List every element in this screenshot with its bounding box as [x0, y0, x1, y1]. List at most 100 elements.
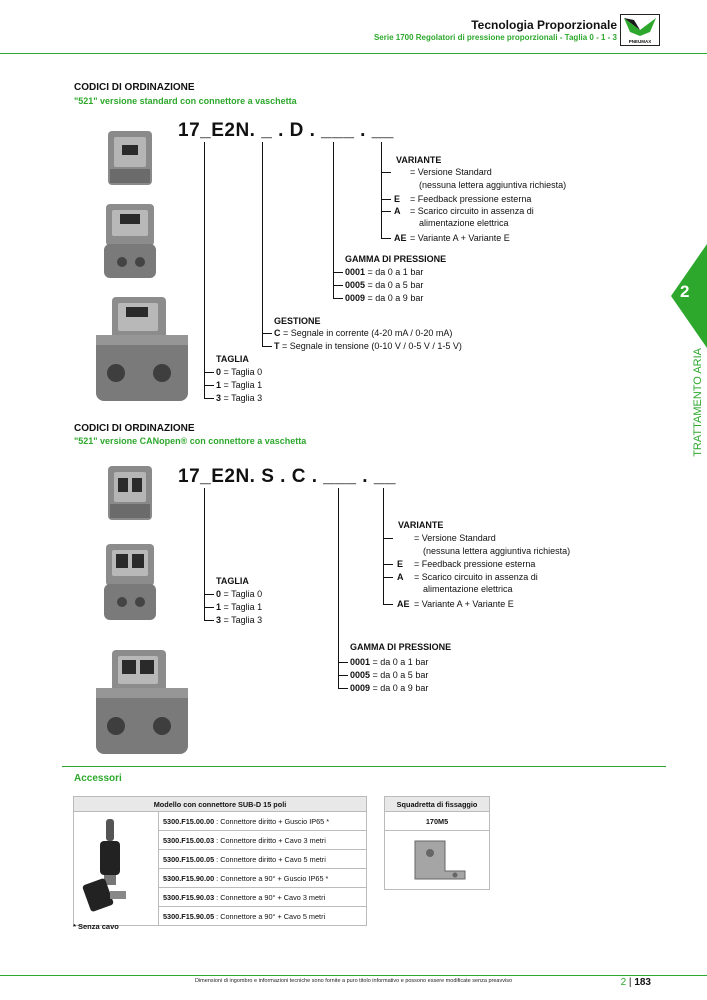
product-image-size0 [108, 131, 152, 185]
s1-gestione-opt: T = Segnale in tensione (0-10 V / 0-5 V … [274, 341, 462, 351]
s1-variante-key: AE [394, 233, 407, 243]
connector-table: Modello con connettore SUB-D 15 poli 530… [73, 796, 367, 926]
tree-line-gestione [262, 142, 263, 346]
s2-variante-opt: = Variante A + Variante E [414, 599, 514, 609]
s2-gamma-opt: 0009 = da 0 a 9 bar [350, 683, 429, 693]
tick [383, 564, 393, 565]
tick [338, 662, 348, 663]
tick [204, 620, 214, 621]
s2-variante-label: VARIANTE [398, 520, 444, 530]
product-image-canopen-size1 [104, 544, 156, 620]
tick [383, 604, 393, 605]
connector-image [82, 818, 126, 911]
tree-line-gamma-2 [338, 488, 339, 688]
tick [338, 688, 348, 689]
tick [381, 238, 391, 239]
page-header-subtitle: Serie 1700 Regolatori di pressione propo… [373, 33, 617, 42]
s1-gamma-opt: 0005 = da 0 a 5 bar [345, 280, 424, 290]
s2-variante-opt: = Scarico circuito in assenza di [414, 572, 538, 582]
product-image-size3 [96, 297, 188, 401]
page-number: 2 | 183 [620, 977, 651, 988]
section1-subtitle: "521" versione standard con connettore a… [74, 96, 297, 106]
tree-line-taglia [204, 142, 205, 398]
s2-taglia-label: TAGLIA [216, 576, 249, 586]
tick [381, 211, 391, 212]
product-image-canopen-size3 [96, 650, 188, 754]
bracket-image [414, 840, 466, 880]
connector-row: 5300.F15.90.03 : Connettore a 90° + Cavo… [158, 887, 367, 907]
s2-variante-opt: alimentazione elettrica [423, 584, 513, 594]
s1-taglia-opt: 0 = Taglia 0 [216, 367, 263, 377]
tree-line-taglia-2 [204, 488, 205, 620]
tick [383, 538, 393, 539]
s2-variante-key: E [397, 559, 404, 569]
tick [262, 333, 272, 334]
s1-variante-key: A [394, 206, 401, 216]
tick [204, 398, 214, 399]
s2-gamma-opt: 0005 = da 0 a 5 bar [350, 670, 429, 680]
section1-order-code: 17_E2N. _ . D . ___ . __ [178, 120, 394, 141]
tick [204, 607, 214, 608]
tick [333, 272, 343, 273]
tick [383, 577, 393, 578]
connector-image-cell [73, 811, 159, 926]
s2-taglia-opt: 1 = Taglia 1 [216, 602, 263, 612]
connector-row: 5300.F15.90.00 : Connettore a 90° + Gusc… [158, 868, 367, 888]
logo-text: PNEUMAX [629, 39, 652, 44]
section2-subtitle: "521" versione CANopen® con connettore a… [74, 436, 307, 446]
s1-variante-key: E [394, 194, 401, 204]
s1-gamma-opt: 0001 = da 0 a 1 bar [345, 267, 424, 277]
tick [381, 172, 391, 173]
s1-variante-label: VARIANTE [396, 155, 442, 165]
s2-taglia-opt: 3 = Taglia 3 [216, 615, 263, 625]
s1-variante-opt: = Versione Standard [410, 167, 492, 177]
tick [204, 594, 214, 595]
section2-order-code: 17_E2N. S . C . ___ . __ [178, 466, 396, 487]
tick [262, 346, 272, 347]
tick [333, 285, 343, 286]
s1-gamma-opt: 0009 = da 0 a 9 bar [345, 293, 424, 303]
footer-divider [0, 975, 707, 976]
section2-title: CODICI DI ORDINAZIONE [74, 423, 195, 434]
s2-variante-key: AE [397, 599, 410, 609]
product-image-canopen-size0 [108, 466, 152, 520]
s1-taglia-opt: 1 = Taglia 1 [216, 380, 263, 390]
connector-row: 5300.F15.00.03 : Connettore diritto + Ca… [158, 830, 367, 850]
accessories-divider [62, 766, 666, 767]
s2-variante-opt: = Versione Standard [414, 533, 496, 543]
chapter-label: TRATTAMENTO ARIA [692, 348, 704, 457]
header-divider [0, 53, 707, 54]
connector-row: 5300.F15.00.00 : Connettore diritto + Gu… [158, 811, 367, 831]
s1-variante-opt: = Variante A + Variante E [410, 233, 510, 243]
s1-gestione-opt: C = Segnale in corrente (4-20 mA / 0-20 … [274, 328, 453, 338]
s1-gestione-label: GESTIONE [274, 316, 321, 326]
s1-taglia-label: TAGLIA [216, 354, 249, 364]
bracket-image-cell [384, 830, 490, 890]
connector-row: 5300.F15.00.05 : Connettore diritto + Ca… [158, 849, 367, 869]
chapter-number: 2 [680, 282, 690, 301]
s2-gamma-label: GAMMA DI PRESSIONE [350, 642, 452, 652]
accessories-note: * Senza cavo [73, 922, 119, 931]
connector-table-header: Modello con connettore SUB-D 15 poli [73, 796, 367, 812]
section1-title: CODICI DI ORDINAZIONE [74, 82, 195, 93]
s1-variante-opt: (nessuna lettera aggiuntiva richiesta) [419, 180, 567, 190]
tick [204, 372, 214, 373]
s2-variante-key: A [397, 572, 404, 582]
s2-taglia-opt: 0 = Taglia 0 [216, 589, 263, 599]
bracket-table: Squadretta di fissaggio 170M5 [384, 796, 490, 890]
footer-disclaimer: Dimensioni di ingombro e informazioni te… [194, 978, 513, 984]
s1-variante-opt: = Scarico circuito in assenza di [410, 206, 534, 216]
tree-line-variante-2 [383, 488, 384, 604]
tree-line-gamma [333, 142, 334, 298]
pneumax-logo: PNEUMAX [620, 14, 660, 46]
tree-line-variante [381, 142, 382, 238]
s2-variante-opt: = Feedback pressione esterna [414, 559, 536, 569]
s2-variante-opt: (nessuna lettera aggiuntiva richiesta) [423, 546, 571, 556]
bracket-table-header: Squadretta di fissaggio [384, 796, 490, 812]
tick [333, 298, 343, 299]
bracket-code: 170M5 [384, 811, 490, 831]
page-header-title: Tecnologia Proporzionale [471, 18, 617, 32]
connector-row: 5300.F15.90.05 : Connettore a 90° + Cavo… [158, 906, 367, 926]
s1-variante-opt: alimentazione elettrica [419, 218, 509, 228]
tick [204, 385, 214, 386]
